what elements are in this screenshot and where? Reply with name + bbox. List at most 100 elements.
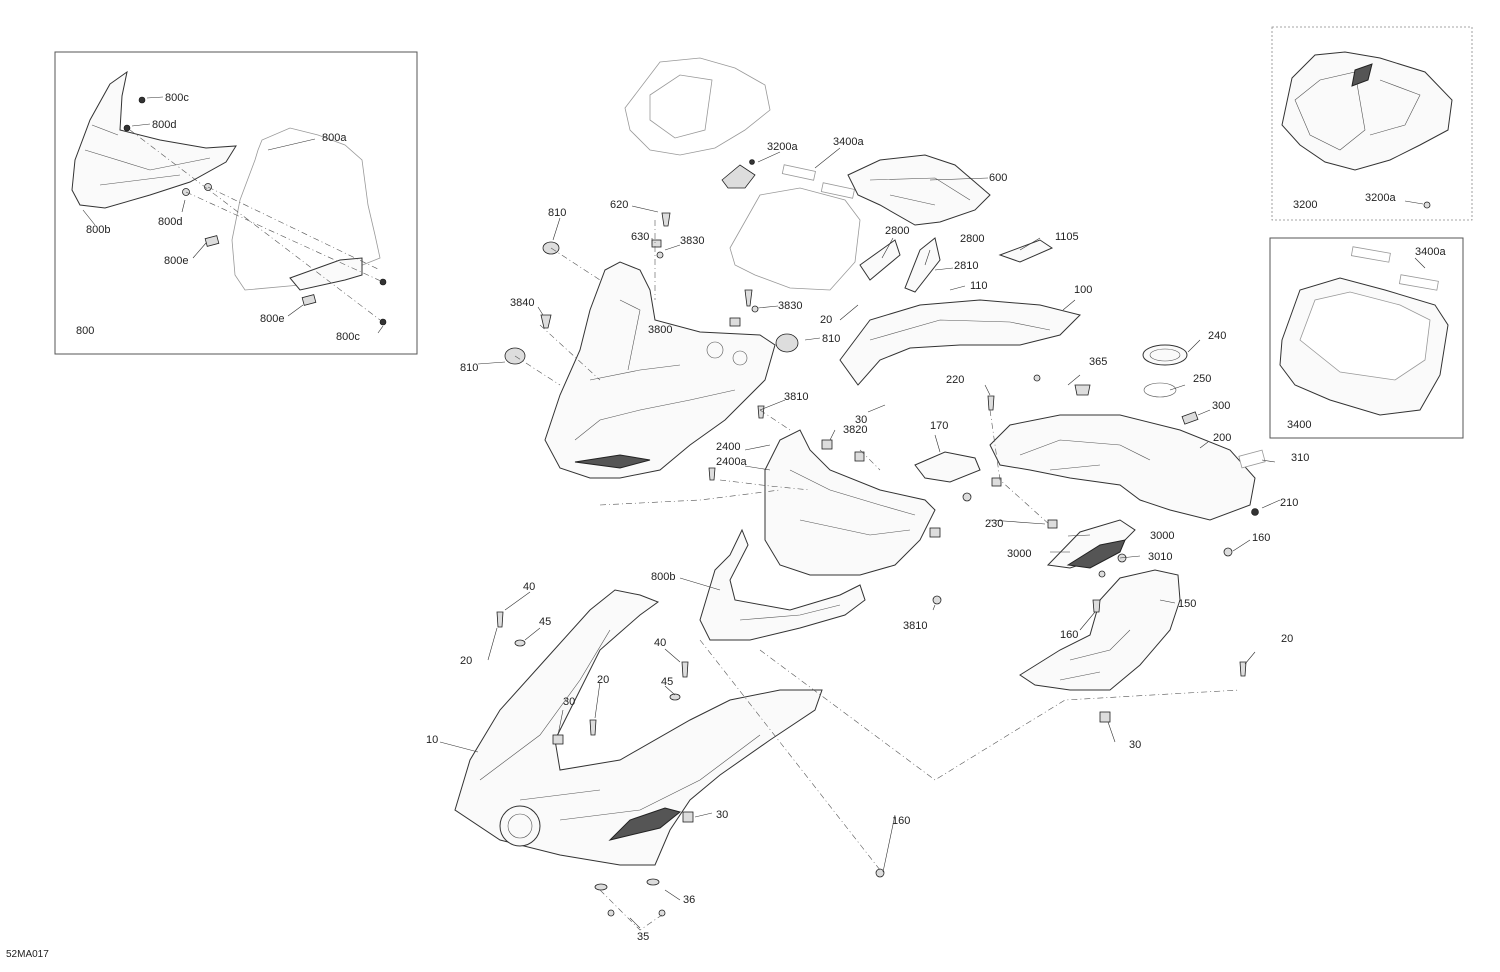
callout-45-right: 45 <box>661 676 673 688</box>
callout-160-right: 160 <box>1252 532 1270 544</box>
callout-40-left: 40 <box>523 581 535 593</box>
callout-3400a: 3400a <box>833 136 864 148</box>
main-front-fairing <box>699 405 942 641</box>
callout-30-left: 30 <box>563 696 575 708</box>
callout-230: 230 <box>985 518 1003 530</box>
callout-170: 170 <box>930 420 948 432</box>
callout-30-right: 30 <box>1129 739 1141 751</box>
callout-1105: 1105 <box>1055 231 1079 243</box>
callout-20-center: 20 <box>597 674 609 686</box>
callout-150: 150 <box>1178 598 1196 610</box>
center-fairing-part <box>544 261 776 479</box>
callout-3000-left: 3000 <box>1007 548 1031 560</box>
bracket-170 <box>914 451 981 483</box>
main-center-fairing <box>504 212 799 479</box>
callout-3000-right: 3000 <box>1150 530 1174 542</box>
callout-3810-upper: 3810 <box>784 391 808 403</box>
callout-40-right: 40 <box>654 637 666 649</box>
inset-windshield-label: 800 <box>76 325 94 337</box>
callout-30-mid: 30 <box>855 414 867 426</box>
main-lower-right <box>1019 519 1247 723</box>
callout-2800-left: 2800 <box>885 225 909 237</box>
callout-45-left: 45 <box>539 616 551 628</box>
callout-300: 300 <box>1212 400 1230 412</box>
inset-top-cover-group: 3200 3200a <box>1271 26 1473 221</box>
callout-3200a-inset: 3200a <box>1365 192 1396 204</box>
inset-storage-box-group: 3400a 3400 <box>1269 237 1464 439</box>
callout-240: 240 <box>1208 330 1226 342</box>
callout-810-top: 810 <box>548 207 566 219</box>
inset-windshield-group: 800c 800d 800a 800b 800d 800e 800e 800c … <box>54 51 418 355</box>
callout-160-bottom: 160 <box>892 815 910 827</box>
callout-110: 110 <box>970 280 988 292</box>
callout-3840: 3840 <box>510 297 534 309</box>
callout-2810: 2810 <box>954 260 978 272</box>
callout-365: 365 <box>1089 356 1107 368</box>
callout-800c-top: 800c <box>165 92 189 104</box>
callout-10: 10 <box>426 734 438 746</box>
callout-2400a: 2400a <box>716 456 747 468</box>
main-storage-box <box>729 187 861 291</box>
callout-3010: 3010 <box>1148 551 1172 563</box>
callout-3400a-inset: 3400a <box>1415 246 1446 258</box>
inset-top-cover-frame <box>1271 26 1473 221</box>
callout-800e-bottom: 800e <box>260 313 284 325</box>
callout-310: 310 <box>1291 452 1309 464</box>
inset-windshield-frame <box>54 51 418 355</box>
side-panel-100 <box>839 299 1081 386</box>
callout-800d-mid: 800d <box>158 216 182 228</box>
callout-2800-right: 2800 <box>960 233 984 245</box>
headlight-trim-800b <box>699 528 866 641</box>
callout-250: 250 <box>1193 373 1211 385</box>
callout-20-right: 20 <box>1281 633 1293 645</box>
callout-3820: 3820 <box>843 424 867 436</box>
callout-800a: 800a <box>322 132 347 144</box>
drawing-code: 52MA017 <box>6 949 49 960</box>
callout-100: 100 <box>1074 284 1092 296</box>
callout-800b-inset: 800b <box>86 224 110 236</box>
callout-800e-left: 800e <box>164 255 188 267</box>
callout-3830-top: 3830 <box>680 235 704 247</box>
lower-fairing-10 <box>454 589 823 866</box>
fuel-cap-ring-240 <box>1142 344 1188 366</box>
callout-3810-lower: 3810 <box>903 620 927 632</box>
front-fairing-2400 <box>764 429 936 576</box>
callout-810-left: 810 <box>460 362 478 374</box>
top-cover-part <box>1281 51 1453 171</box>
callout-220: 220 <box>946 374 964 386</box>
trim-1105 <box>998 239 1054 263</box>
callout-2400: 2400 <box>716 441 740 453</box>
trim-3000 <box>1046 519 1136 569</box>
side-panel-150 <box>1019 569 1181 691</box>
part-600-panel <box>847 154 991 226</box>
main-top-assembly <box>624 57 991 291</box>
callout-800d-top: 800d <box>152 119 176 131</box>
leader-lines <box>439 147 1281 929</box>
tank-cover-200 <box>989 414 1256 521</box>
callout-3200a: 3200a <box>767 141 798 153</box>
inset-storage-box-frame <box>1269 237 1464 439</box>
callout-labels: 3200a 3400a 600 810 620 630 3830 2800 28… <box>426 136 1309 943</box>
inset-storage-box-label: 3400 <box>1287 419 1311 431</box>
callout-35: 35 <box>637 931 649 943</box>
callout-200: 200 <box>1213 432 1231 444</box>
callout-630: 630 <box>631 231 649 243</box>
callout-3830-mid: 3830 <box>778 300 802 312</box>
callout-20-left: 20 <box>460 655 472 667</box>
callout-800c-bottom: 800c <box>336 331 360 343</box>
callout-3800: 3800 <box>648 324 672 336</box>
callout-160-mid: 160 <box>1060 629 1078 641</box>
callout-810-right: 810 <box>822 333 840 345</box>
assembly-lines <box>514 220 1241 931</box>
inset-top-cover-label: 3200 <box>1293 199 1317 211</box>
main-right-assembly <box>839 237 1266 529</box>
main-lower-fairing <box>454 589 885 917</box>
callout-210: 210 <box>1280 497 1298 509</box>
callout-620: 620 <box>610 199 628 211</box>
callout-20-upper: 20 <box>820 314 832 326</box>
windshield-bracket-part <box>71 70 237 209</box>
callout-800b: 800b <box>651 571 675 583</box>
callout-36: 36 <box>683 894 695 906</box>
callout-600: 600 <box>989 172 1007 184</box>
